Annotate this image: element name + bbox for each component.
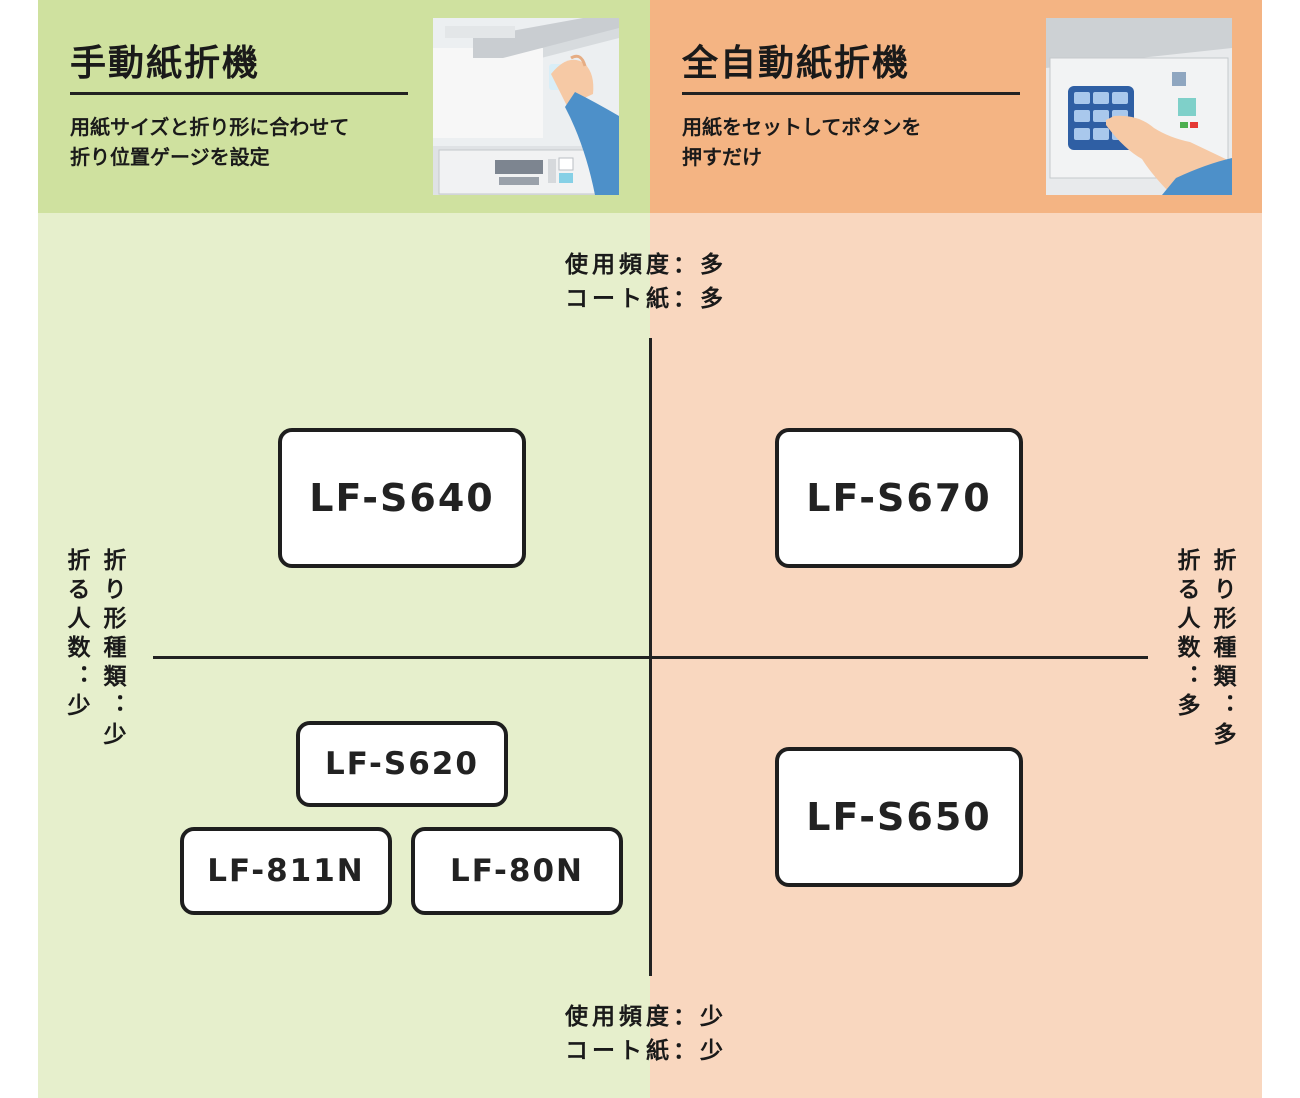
right-axis-label: 折り形種類：多 折る人数：多 [1173,548,1235,751]
model-box-lf-s620: LF-S620 [296,721,508,807]
auto-title: 全自動紙折機 [682,43,911,84]
model-box-lf-80n: LF-80N [411,827,623,915]
manual-title-underline [70,92,408,95]
hand-adjusting-folder-icon [433,18,619,195]
auto-quadrant-background [650,213,1262,1098]
bottom-axis-label: 使用頻度：少 コート紙：少 [565,1004,727,1064]
model-box-lf-811n: LF-811N [180,827,392,915]
model-box-lf-s670: LF-S670 [775,428,1023,568]
auto-description: 用紙をセットしてボタンを 押すだけ [682,115,922,169]
manual-title: 手動紙折機 [70,43,261,84]
manual-description: 用紙サイズと折り形に合わせて 折り位置ゲージを設定 [70,115,350,169]
manual-quadrant-background [38,213,650,1098]
left-axis-label: 折り形種類：少 折る人数：少 [63,548,125,751]
horizontal-axis-line [153,656,1148,659]
model-box-lf-s650: LF-S650 [775,747,1023,887]
hand-pressing-button-icon [1046,18,1232,195]
auto-title-underline [682,92,1020,95]
top-axis-label: 使用頻度：多 コート紙：多 [565,252,727,312]
model-box-lf-s640: LF-S640 [278,428,526,568]
